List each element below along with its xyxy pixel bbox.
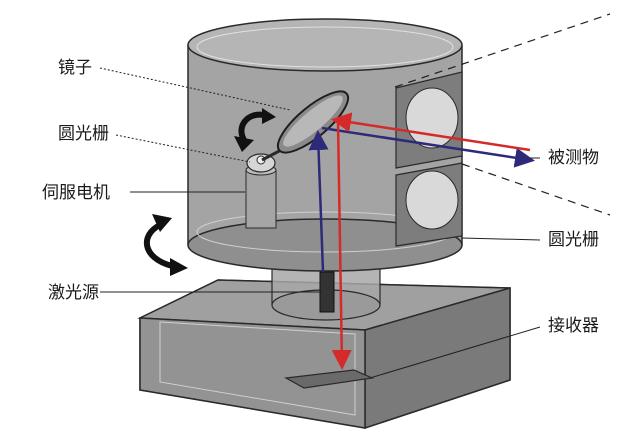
label-servo-motor: 伺服电机 <box>42 183 110 203</box>
mirror <box>261 90 350 162</box>
rotation-arrow-icon <box>234 136 254 152</box>
rotation-arrow-icon <box>152 214 172 232</box>
leader-grating-right <box>461 237 541 241</box>
rotation-arrow-icon <box>170 258 188 276</box>
fov-line-upper <box>394 13 611 88</box>
rotation-arrow-icon <box>238 111 265 142</box>
leader-grating-left <box>115 134 251 163</box>
servo-motor <box>245 164 277 229</box>
label-measured-object: 被测物 <box>548 148 599 168</box>
rotation-arrow-icon <box>143 222 173 269</box>
label-laser-source: 激光源 <box>48 283 99 303</box>
outgoing-beam <box>321 126 535 168</box>
label-receiver: 接收器 <box>548 316 599 336</box>
label-mirror: 镜子 <box>58 58 92 78</box>
leader-receiver <box>369 326 541 379</box>
receiver-plate <box>284 369 375 389</box>
fov-line-lower <box>461 163 611 216</box>
leader-mirror <box>99 67 291 111</box>
rotation-arrow-icon <box>262 108 276 124</box>
return-beam-in <box>331 112 531 152</box>
laser-up-beam <box>308 130 329 273</box>
label-grating-right: 圆光栅 <box>548 230 599 250</box>
window-lower <box>395 162 463 247</box>
window-upper <box>395 71 463 169</box>
return-beam-down <box>331 121 352 370</box>
label-grating-left: 圆光栅 <box>58 124 109 144</box>
